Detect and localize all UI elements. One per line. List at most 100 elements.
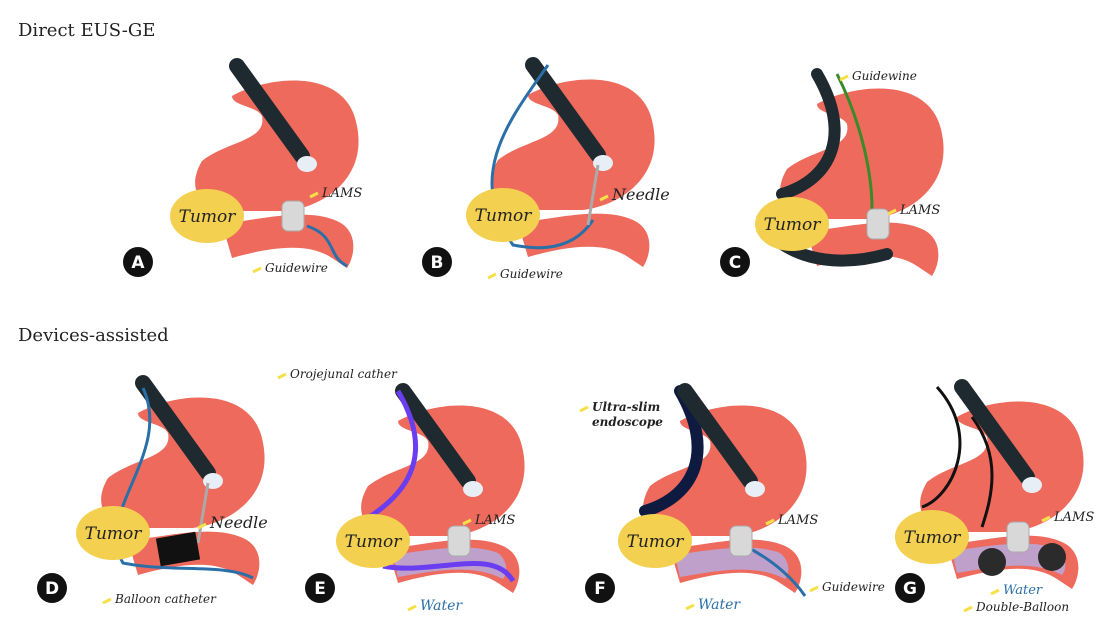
label-pointer [1041,515,1051,523]
endoscope-flexible [776,68,841,200]
lams-stent [1006,521,1030,553]
lams-stent [729,525,753,557]
balloon-catheter [155,531,201,567]
scope-tip [745,481,765,497]
panel-badge [895,573,925,603]
endoscope-flexible [639,385,704,517]
panel-letter: F [594,579,606,599]
echoendoscope [954,379,1035,485]
label-pointer [887,208,897,216]
scope-tip [463,481,483,497]
label-orojejunal-cather: Orojejunal cather [290,367,398,381]
lams-stent [281,200,305,232]
label-lams: LAMS [777,513,818,528]
label-lams: LAMS [321,186,362,201]
panel-f: TumorFUltra-slimendoscopeLAMSGuidewireWa… [579,383,885,613]
scope-tip [1022,477,1042,493]
label-pointer [599,194,609,202]
lams-stent [447,525,471,557]
stomach [780,88,944,219]
label-pointer [309,191,319,199]
label-pointer [765,518,775,526]
label-pointer [579,405,589,413]
label-pointer [809,585,819,593]
tumor [76,506,150,560]
tumor [336,514,410,568]
balloon-1 [978,548,1006,576]
stomach [195,80,359,211]
small-bowel [518,213,650,267]
label-ultra-slim-endoscope: endoscope [592,415,663,429]
panel-letter: D [45,579,59,599]
tumor [618,514,692,568]
panel-badge [37,573,67,603]
label-lams: LAMS [899,203,940,218]
panel-letter: A [131,253,145,273]
tumor-label: Tumor [179,207,237,227]
lams-stent [866,208,890,240]
echoendoscope [525,57,606,163]
label-guidewine: Guidewine [852,69,917,83]
guidewire-line [835,73,874,210]
label-guidewire: Guidewire [500,267,563,281]
label-pointer [990,588,1000,596]
label-water: Water [698,597,741,613]
stomach [491,79,655,210]
label-guidewire: Guidewire [265,261,328,275]
panel-badge [585,573,615,603]
label-pointer [487,272,497,280]
panel-badge [422,247,452,277]
tumor-label: Tumor [904,528,962,548]
section-title-direct: Direct EUS-GE [18,20,156,41]
label-pointer [839,74,849,82]
tumor-label: Tumor [627,532,685,552]
guidewire-line [306,224,348,268]
tumor [755,197,829,251]
tumor-label: Tumor [85,524,143,544]
echoendoscope [135,375,216,481]
section-title-devices: Devices-assisted [18,325,169,346]
label-lams: LAMS [1053,510,1094,525]
panel-badge [305,573,335,603]
stomach [361,405,525,536]
label-pointer [685,603,695,611]
tumor-label: Tumor [475,206,533,226]
balloon-2 [1038,543,1066,571]
label-guidewire: Guidewire [822,580,885,594]
label-pointer [252,266,262,274]
small-bowel [807,222,939,276]
stomach [920,401,1084,532]
echoendoscope [395,383,476,489]
panel-letter: C [729,253,741,273]
label-water: Water [1003,583,1043,598]
label-pointer [102,597,112,605]
label-balloon-catheter: Balloon catheter [114,592,217,606]
label-pointer [462,518,472,526]
guidewire-line [921,385,994,528]
guidewire-line [361,389,516,583]
tumor [895,510,969,564]
label-water: Water [420,598,463,614]
label-pointer [197,522,207,530]
panel-letter: E [314,579,326,599]
label-needle: Needle [611,185,670,204]
stomach [101,397,265,528]
echoendoscope [677,383,758,489]
tumor-label: Tumor [764,215,822,235]
tumor [170,189,244,243]
stomach [643,405,807,536]
scope-tip [297,156,317,172]
panel-badge [123,247,153,277]
tumor [466,188,540,242]
label-lams: LAMS [474,513,515,528]
guidewire-line [744,544,807,597]
label-pointer [407,604,417,612]
panel-letter: G [903,579,917,599]
